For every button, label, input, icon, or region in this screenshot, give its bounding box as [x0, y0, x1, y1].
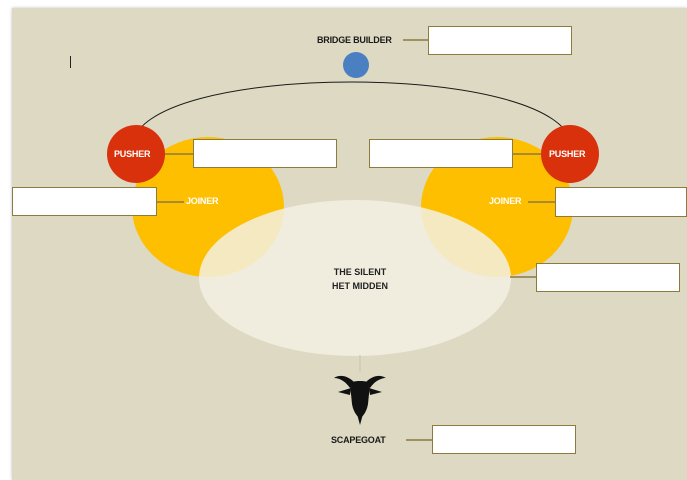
goat-icon — [334, 375, 386, 425]
silent-middle-answer-box[interactable] — [536, 263, 680, 292]
silent-middle-label: THE SILENT HET MIDDEN — [300, 265, 420, 293]
pusher-right-label: PUSHER — [549, 149, 586, 159]
scapegoat-label: SCAPEGOAT — [331, 435, 386, 445]
joiner-left-answer-box[interactable] — [12, 187, 157, 216]
pusher-left-circle — [107, 125, 165, 183]
scapegoat-answer-box[interactable] — [432, 425, 576, 454]
bridge-builder-node — [343, 52, 369, 78]
bridge-builder-answer-box[interactable] — [428, 26, 572, 55]
silent-middle-line-2: HET MIDDEN — [332, 281, 388, 291]
connection-arc — [131, 81, 573, 149]
silent-middle-line-1: THE SILENT — [333, 267, 387, 277]
pusher-left-answer-box[interactable] — [193, 139, 337, 168]
pusher-right-answer-box[interactable] — [369, 139, 513, 168]
bridge-builder-label: BRIDGE BUILDER — [317, 35, 392, 45]
pusher-right-circle — [541, 125, 599, 183]
joiner-right-label: JOINER — [489, 196, 522, 206]
joiner-left-label: JOINER — [186, 196, 219, 206]
pusher-left-label: PUSHER — [114, 149, 151, 159]
text-cursor — [70, 56, 71, 68]
silent-middle-oval — [199, 200, 511, 356]
joiner-right-answer-box[interactable] — [555, 187, 687, 217]
